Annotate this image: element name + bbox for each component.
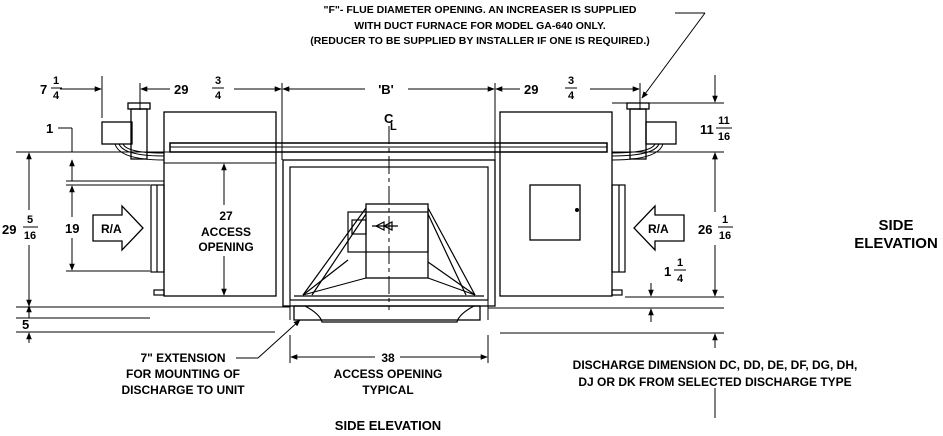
svg-text:29: 29: [524, 82, 538, 97]
svg-text:38: 38: [381, 351, 395, 365]
svg-text:7" EXTENSION: 7" EXTENSION: [140, 351, 225, 365]
svg-text:26: 26: [698, 222, 712, 237]
discharge-dimension-line: [500, 332, 724, 418]
duct-furnace-unit: [150, 111, 626, 323]
extension-note: 7" EXTENSION FOR MOUNTING OF DISCHARGE T…: [121, 319, 301, 397]
dimension-29-right: 29 3 4: [495, 75, 641, 110]
flue-note-line-1: "F"- FLUE DIAMETER OPENING. AN INCREASER…: [324, 4, 637, 16]
svg-text:OPENING: OPENING: [198, 240, 253, 254]
svg-text:7: 7: [40, 82, 47, 97]
svg-text:11: 11: [700, 122, 714, 137]
bottom-title: SIDE ELEVATION: [335, 418, 441, 433]
side-title-line-2: ELEVATION: [854, 235, 938, 252]
flue-pipe-left: [101, 102, 165, 161]
svg-text:C: C: [384, 111, 394, 126]
svg-text:ACCESS: ACCESS: [201, 225, 251, 239]
dimension-b: 'B': [282, 82, 496, 160]
svg-text:L: L: [390, 121, 397, 133]
svg-text:'B': 'B': [378, 82, 394, 97]
dimension-5: 5: [16, 305, 275, 343]
dimension-19: 19: [65, 185, 150, 272]
dimension-29-height: 29 5 16: [2, 151, 290, 308]
flue-note-line-3: (REDUCER TO BE SUPPLIED BY INSTALLER IF …: [310, 35, 650, 47]
dimension-1: 1: [46, 121, 164, 186]
svg-text:16: 16: [24, 230, 36, 242]
dimension-29-left: 29 3 4: [139, 75, 283, 160]
flue-pipe-right: [611, 102, 677, 161]
svg-text:3: 3: [568, 75, 574, 87]
flue-leader: [641, 12, 706, 99]
dimension-7-quarter: 7 1 4: [40, 75, 103, 118]
svg-text:3: 3: [215, 75, 221, 87]
svg-text:DISCHARGE TO UNIT: DISCHARGE TO UNIT: [121, 383, 245, 397]
side-title-line-1: SIDE: [878, 217, 913, 234]
discharge-note-line-1: DISCHARGE DIMENSION DC, DD, DE, DF, DG, …: [573, 358, 858, 372]
svg-text:29: 29: [2, 222, 16, 237]
dimension-26-1-16: 26 1 16: [625, 152, 733, 298]
svg-text:TYPICAL: TYPICAL: [362, 383, 413, 397]
svg-text:19: 19: [65, 221, 79, 236]
svg-text:5: 5: [22, 317, 29, 332]
svg-text:4: 4: [53, 90, 60, 102]
return-air-arrow-right: R/A: [633, 204, 685, 252]
svg-text:11: 11: [718, 115, 730, 127]
flue-note-line-2: WITH DUCT FURNACE FOR MODEL GA-640 ONLY.: [354, 20, 606, 32]
svg-text:1: 1: [677, 257, 683, 269]
svg-text:FOR MOUNTING OF: FOR MOUNTING OF: [126, 367, 240, 381]
svg-text:1: 1: [53, 75, 59, 87]
dimension-27-access-opening: 27 ACCESS OPENING: [164, 162, 276, 296]
svg-text:ACCESS OPENING: ACCESS OPENING: [334, 367, 443, 381]
svg-text:4: 4: [677, 273, 684, 285]
svg-text:1: 1: [722, 214, 728, 226]
svg-text:R/A: R/A: [648, 222, 669, 236]
svg-text:1: 1: [46, 121, 53, 136]
return-air-arrow-left: R/A: [92, 204, 144, 252]
svg-text:R/A: R/A: [101, 222, 122, 236]
svg-text:27: 27: [219, 209, 233, 223]
svg-text:29: 29: [174, 82, 188, 97]
svg-text:4: 4: [215, 90, 222, 102]
dimension-38-access-opening: 38 ACCESS OPENING TYPICAL: [289, 335, 489, 397]
svg-text:4: 4: [568, 90, 575, 102]
svg-text:5: 5: [27, 214, 33, 226]
centerline-symbol: C L: [384, 111, 397, 133]
svg-text:16: 16: [718, 131, 730, 143]
discharge-note-line-2: DJ OR DK FROM SELECTED DISCHARGE TYPE: [578, 375, 851, 389]
svg-text:1: 1: [664, 264, 671, 279]
dimension-1-quarter: 1 1 4: [488, 257, 724, 322]
dimension-11-11-16: 11 11 16: [612, 75, 732, 165]
svg-text:16: 16: [719, 230, 731, 242]
